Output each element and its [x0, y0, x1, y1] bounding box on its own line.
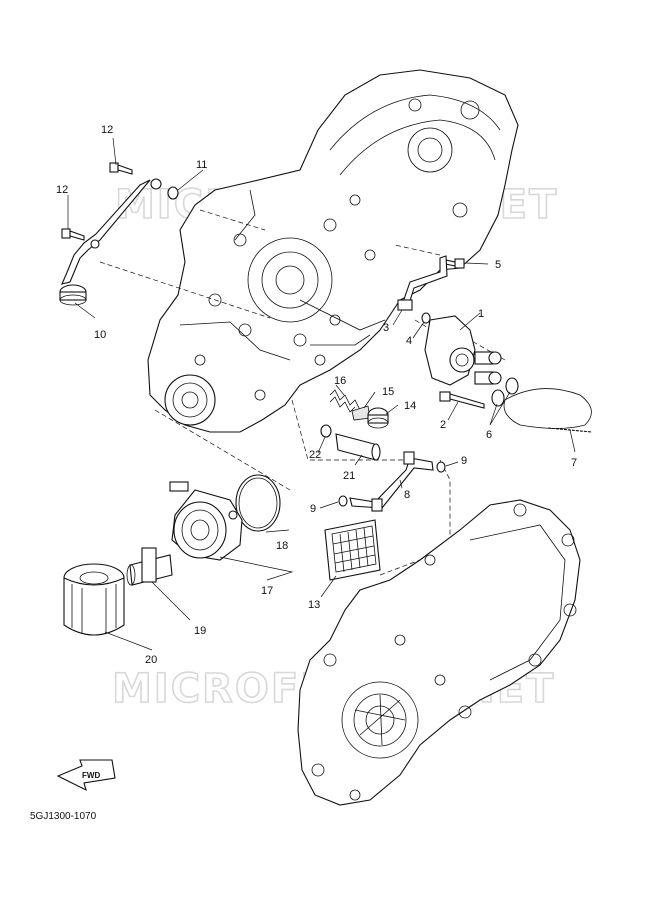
callout-17: 17	[261, 585, 273, 597]
callout-16: 16	[334, 375, 346, 387]
fwd-label: FWD	[82, 771, 100, 780]
oil-pipe-3	[397, 255, 448, 311]
oil-strainer-pipe	[59, 178, 162, 306]
callout-21: 21	[343, 470, 355, 482]
callouts: 12 11 12 10 5 1 3 4 16 15 14 2 6 22 7 9 …	[30, 124, 577, 822]
bolt-12-top	[109, 162, 133, 175]
o-ring-22	[320, 424, 332, 438]
spring-16	[329, 389, 361, 413]
callout-6: 6	[486, 429, 492, 441]
callout-8: 8	[404, 489, 410, 501]
leader-lines	[67, 137, 576, 651]
callout-5: 5	[495, 259, 501, 271]
oil-pump-1	[424, 315, 502, 386]
callout-22: 22	[309, 449, 321, 461]
callout-10: 10	[94, 329, 106, 341]
bolt-12-left	[61, 228, 85, 241]
oil-filter-housing-17	[169, 481, 243, 561]
washer-6a	[491, 389, 505, 407]
callout-18: 18	[276, 540, 288, 552]
washer-6b	[505, 377, 519, 395]
relief-valve-21	[335, 433, 381, 461]
callout-12-left: 12	[56, 184, 68, 196]
callout-12-top: 12	[101, 124, 113, 136]
callout-3: 3	[383, 322, 389, 334]
plug-15	[351, 405, 371, 421]
callout-19: 19	[194, 625, 206, 637]
cap-14	[367, 407, 389, 429]
strainer-screen-13	[324, 519, 381, 581]
callout-11: 11	[196, 159, 207, 171]
callout-2: 2	[440, 419, 446, 431]
bolt-2	[439, 391, 485, 409]
o-ring-18	[235, 474, 281, 532]
callout-13: 13	[308, 599, 320, 611]
chain-7	[503, 388, 593, 433]
union-bolt-19	[126, 547, 173, 586]
callout-1: 1	[478, 308, 484, 320]
callout-4: 4	[406, 335, 412, 347]
crankcase-cover	[297, 499, 581, 806]
oil-filter-20	[63, 563, 125, 636]
callout-7: 7	[571, 457, 577, 469]
o-ring-9a	[338, 495, 348, 507]
callout-9-left: 9	[310, 503, 316, 515]
callout-9-right: 9	[461, 455, 467, 467]
oil-pipe-8	[349, 451, 434, 512]
callout-20: 20	[145, 654, 157, 666]
o-ring-11	[167, 186, 179, 200]
o-ring-4	[421, 312, 431, 324]
fwd-arrow-icon: FWD	[56, 759, 116, 792]
callout-14: 14	[404, 400, 416, 412]
diagram-code: 5GJ1300-1070	[30, 811, 97, 822]
o-ring-9b	[436, 461, 446, 473]
callout-15: 15	[382, 386, 394, 398]
upper-crankcase	[147, 69, 519, 433]
